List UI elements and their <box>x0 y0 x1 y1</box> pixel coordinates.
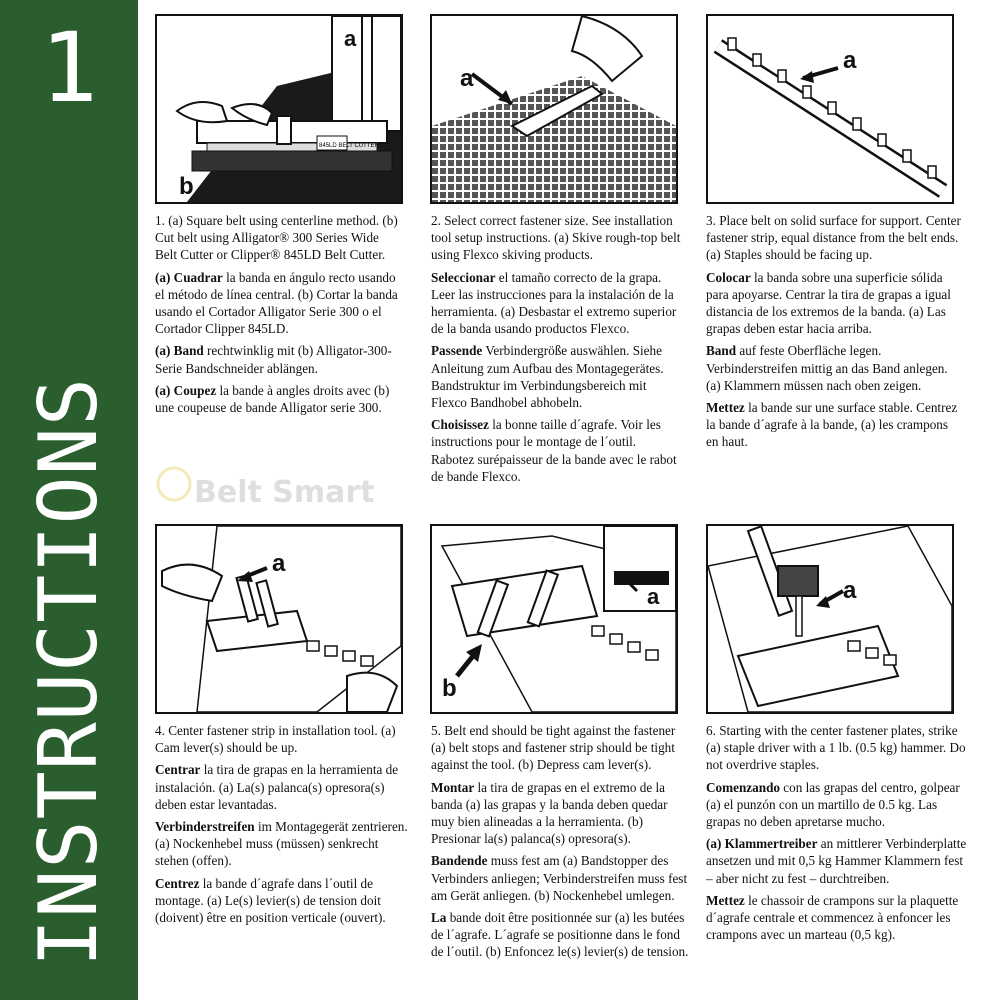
sidebar-title: INSTRUCTIONS <box>22 377 115 967</box>
step-en: 5. Belt end should be tight against the … <box>431 723 676 773</box>
hammer-illustration: a <box>708 526 952 712</box>
belt-cutter-illustration: a b 845LD BELT CUTTER <box>175 16 401 202</box>
fastener-strip-illustration: a <box>713 37 948 198</box>
step-fr: Mettez le chassoir de crampons sur la pl… <box>706 892 959 943</box>
step-number: 1 <box>40 12 98 124</box>
step-3-text: 3. Place belt on solid surface for suppo… <box>706 212 961 456</box>
illustration-6: a <box>706 524 954 714</box>
illustration-4: a <box>155 524 403 714</box>
step-2-text: 2. Select correct fastener size. See ins… <box>431 212 681 490</box>
step-de: (a) Klammertreiber an mittlerer Verbinde… <box>706 836 967 886</box>
watermark-text: Belt Smart <box>194 475 375 510</box>
step-en: 1. (a) Square belt using centerline meth… <box>155 213 398 263</box>
step-es: (a) Cuadrar la banda en ángulo recto usa… <box>155 269 398 337</box>
step-de: Bandende muss fest am (a) Bandstopper de… <box>431 853 688 903</box>
step-fr: Centrez la bande d´agrafe dans l´outil d… <box>155 875 386 926</box>
step-4-text: 4. Center fastener strip in installation… <box>155 722 410 931</box>
illustration-2: a <box>430 14 678 204</box>
belt-stops-illustration: b a <box>440 526 676 712</box>
illustration-3: a <box>706 14 954 204</box>
illustration-1: a b 845LD BELT CUTTER <box>155 14 403 204</box>
panel-label-a: a <box>843 47 857 74</box>
step-es: Montar la tira de grapas en el extremo d… <box>431 779 668 847</box>
panel-label-a: a <box>344 26 357 51</box>
step-fr: (a) Coupez la bande à angles droits avec… <box>155 382 390 416</box>
illustration-5: b a <box>430 524 678 714</box>
panel-label-b: b <box>179 173 194 200</box>
step-es: Comenzando con las grapas del centro, go… <box>706 779 960 830</box>
step-de: (a) Band rechtwinklig mit (b) Alligator-… <box>155 343 392 376</box>
panel-label-a: a <box>843 577 857 604</box>
step-en: 2. Select correct fastener size. See ins… <box>431 213 681 263</box>
step-es: Colocar la banda sobre una superficie só… <box>706 269 951 337</box>
bulb-icon <box>156 466 192 502</box>
step-1-text: 1. (a) Square belt using centerline meth… <box>155 212 400 421</box>
panel-label-a: a <box>460 65 474 92</box>
step-en: 4. Center fastener strip in installation… <box>155 723 396 756</box>
panel-label-b: b <box>442 675 457 702</box>
step-en: 3. Place belt on solid surface for suppo… <box>706 213 961 263</box>
step-de: Verbinderstreifen im Montagegerät zentri… <box>155 819 408 869</box>
step-es: Centrar la tira de grapas en la herramie… <box>155 762 399 812</box>
step-de: Passende Verbindergröße auswählen. Siehe… <box>431 343 664 411</box>
step-5-text: 5. Belt end should be tight against the … <box>431 722 691 966</box>
step-fr: La bande doit être positionnée sur (a) l… <box>431 910 689 960</box>
step-es: Seleccionar el tamaño correcto de la gra… <box>431 269 677 337</box>
tool-label: 845LD BELT CUTTER <box>319 143 379 149</box>
step-6-text: 6. Starting with the center fastener pla… <box>706 722 968 948</box>
step-fr: Choisissez la bonne taille d´agrafe. Voi… <box>431 417 677 484</box>
step-fr: Mettez la bande sur une surface stable. … <box>706 400 958 450</box>
installation-tool-illustration: a <box>161 526 401 712</box>
panel-label-a: a <box>647 584 660 609</box>
sidebar: 1 INSTRUCTIONS <box>0 0 138 1000</box>
skiving-illustration: a <box>432 16 676 202</box>
step-de: Band auf feste Oberfläche legen. Verbind… <box>706 343 948 393</box>
step-en: 6. Starting with the center fastener pla… <box>706 723 966 773</box>
belt-smart-watermark: Belt Smart <box>156 466 375 510</box>
panel-label-a: a <box>272 550 286 577</box>
